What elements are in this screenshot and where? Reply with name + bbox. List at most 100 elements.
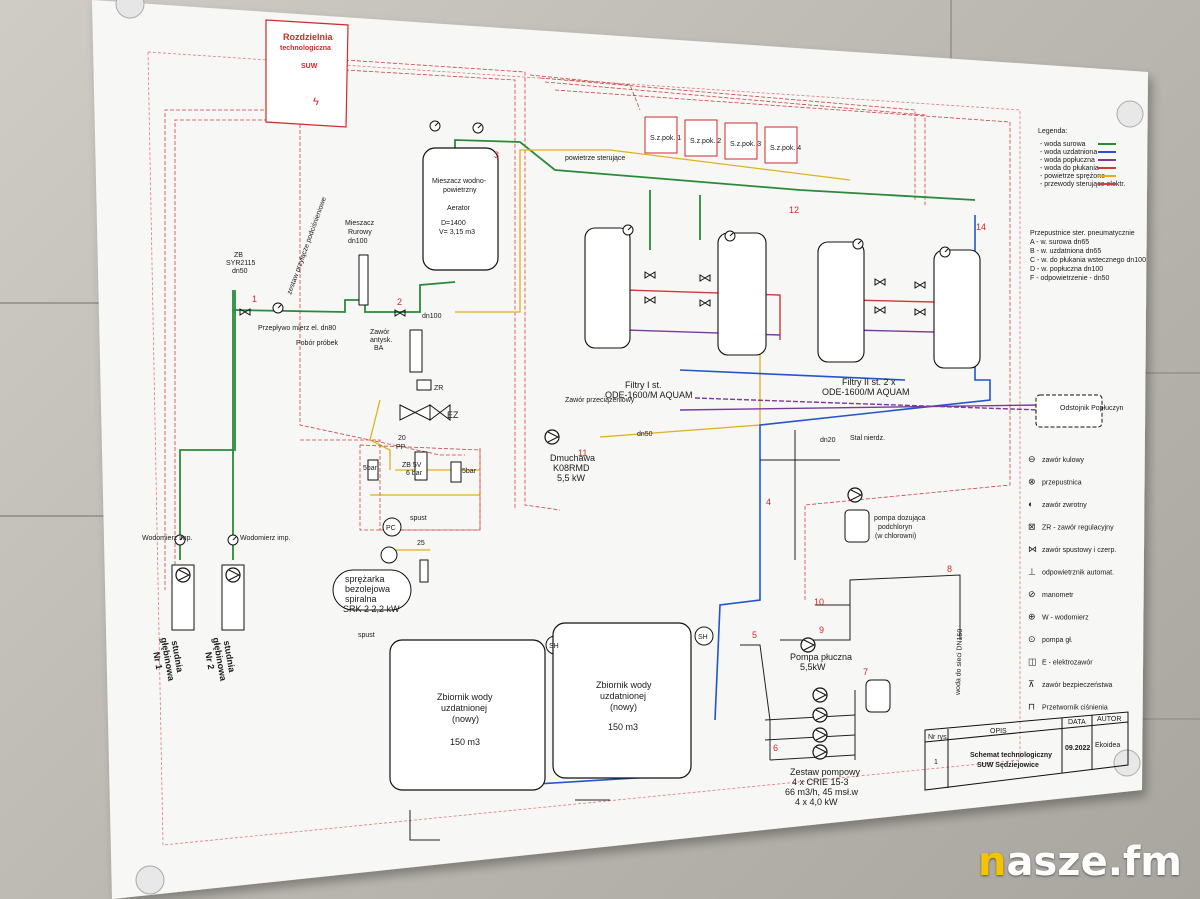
- dosing-line1: pompa dozująca: [874, 515, 925, 522]
- legend-symbol-label: pompa gł.: [1042, 637, 1073, 644]
- aerator-name: Aerator: [447, 205, 471, 212]
- legend-pneumatic-item: B - w. uzdatniona dn65: [1030, 248, 1101, 255]
- num-6: 6: [773, 743, 778, 753]
- pressure-rating: 6 bar: [406, 470, 423, 477]
- legend-pneumatic-title: Przepustnice ster. pneumatycznie: [1030, 230, 1135, 237]
- aerator-line1: Mieszacz wodno-: [432, 178, 487, 185]
- tb-nr-header: Nr rys.: [928, 734, 949, 741]
- air-vent-icon: ⊥: [1028, 567, 1036, 577]
- tank1-volume: 150 m3: [450, 737, 480, 747]
- separator-label: Odstojnik Popłuczyn: [1060, 405, 1124, 412]
- standoff: [115, 0, 145, 19]
- legend-water-label: - woda do płukania: [1040, 165, 1099, 172]
- filters2-line1: Filtry II st. 2 x: [842, 377, 896, 387]
- aerator-vessel: [422, 120, 499, 271]
- watermark-prefix: n: [978, 839, 1007, 885]
- antiscale-line1: Zawór: [370, 329, 390, 336]
- num-7: 7: [863, 667, 868, 677]
- well-2: [221, 534, 245, 631]
- pump-set-line4: 4 x 4,0 kW: [795, 797, 838, 807]
- tank2-line1: Zbiornik wody: [596, 680, 652, 690]
- well2-meter: Wodomierz imp.: [240, 535, 290, 542]
- compressor-line2: bezolejowa: [345, 584, 390, 594]
- water-meter-icon: ⊕: [1028, 612, 1036, 622]
- pipe-label-pp: PP: [396, 444, 406, 451]
- legend-pneumatic-item: C - w. do płukania wstecznego dn100: [1030, 257, 1146, 264]
- pump-set-line3: 66 m3/h, 45 msł.w: [785, 787, 859, 797]
- compressor-drain: spust: [358, 632, 375, 639]
- process-pipes: [409, 430, 961, 841]
- compressor-line4: SRK 2 2,2 kW: [343, 604, 400, 614]
- legend-pneumatic: A - w. surowa dn65 B - w. uzdatniona dn65…: [1030, 239, 1146, 282]
- pipe-label-25: 25: [417, 540, 425, 547]
- manometer-icon: ⊘: [1028, 589, 1036, 599]
- legend-symbol-label: zawór spustowy i czerp.: [1042, 547, 1116, 554]
- watermark-rest: asze.fm: [1006, 839, 1183, 885]
- wash-pump-line1: Pompa płuczna: [790, 652, 852, 662]
- tb-autor-header: AUTOR: [1097, 716, 1121, 723]
- ez-label: EZ: [447, 410, 459, 420]
- blower-line3: 5,5 kW: [557, 473, 586, 483]
- filter-stage-2: [817, 238, 981, 369]
- tank2-line2: uzdatnionej: [600, 691, 646, 701]
- pump-set-line1: Zestaw pompowy: [790, 767, 861, 777]
- well1-meter: Wodomierz imp.: [142, 535, 192, 542]
- well2-name3: Nr 2: [203, 651, 216, 670]
- tb-data-header: DATA: [1068, 719, 1086, 726]
- filter-stage-1: [584, 224, 767, 356]
- legend-water-label: - woda uzdatniona: [1040, 149, 1097, 156]
- switchboard: Rozdzielnia technologiczna SUW ϟ: [265, 19, 349, 128]
- well1-name3: Nr 1: [151, 651, 164, 670]
- aerator-line2: powietrzny: [443, 187, 477, 194]
- throttle-icon: ⊗: [1028, 477, 1036, 487]
- tb-opis-2: SUW Sędziejowice: [977, 762, 1039, 769]
- tank1-line3: (nowy): [452, 714, 479, 724]
- legend-symbol-label: manometr: [1042, 592, 1074, 599]
- dosing-line3: (w chlorowni): [875, 533, 916, 540]
- legend-water-label: - powietrze sprężone: [1040, 173, 1105, 180]
- safety-valve-icon: ⊼: [1028, 679, 1035, 689]
- tank1-sh: SH: [549, 643, 559, 650]
- pressure-transducer-icon: ⊓: [1028, 702, 1035, 712]
- dosing-pump-icon: [847, 487, 863, 503]
- legend-pneumatic-item: D - w. popłuczna dn100: [1030, 266, 1103, 273]
- inlet-zb: ZB: [234, 252, 243, 259]
- legend-pneumatic-item: A - w. surowa dn65: [1030, 239, 1089, 246]
- num-8: 8: [947, 564, 952, 574]
- compressor-line1: sprężarka: [345, 574, 385, 584]
- num-1: 1: [252, 294, 257, 304]
- plc-box-1: S.z.pok. 1: [650, 135, 681, 142]
- legend-water-label: - woda surowa: [1040, 141, 1086, 148]
- separator-box: [1035, 394, 1103, 428]
- compressor-line3: spiralna: [345, 594, 377, 604]
- standoff: [1113, 749, 1141, 777]
- wash-pump-icon: [800, 637, 816, 653]
- steel-label: Stal nierdz.: [850, 435, 885, 442]
- outlet-label: woda do sieci DN150: [955, 629, 964, 696]
- blower-icon: [544, 429, 560, 445]
- pipe-mixer-line3: dn100: [348, 238, 368, 245]
- zr-label: ZR: [434, 385, 443, 392]
- num-2: 2: [397, 297, 402, 307]
- pump-icon: ⊙: [1028, 634, 1036, 644]
- control-wiring: [164, 59, 1011, 600]
- legend-symbol-label: zawór kulowy: [1042, 457, 1085, 464]
- num-5: 5: [752, 630, 757, 640]
- standoff: [1116, 100, 1144, 128]
- blower-line2: K08RMD: [553, 463, 590, 473]
- check-valve-icon: ◐: [1028, 499, 1033, 509]
- tb-opis-header: OPIS: [990, 728, 1007, 735]
- flowmeter-label: Przepływo mierz el. dn80: [258, 325, 336, 332]
- pipe-mixer-line2: Rurowy: [348, 229, 372, 236]
- aerator-volume: V= 3,15 m3: [439, 229, 475, 236]
- filters1-line1: Filtry I st.: [625, 380, 662, 390]
- lightning-icon: ϟ: [313, 96, 319, 108]
- pipe-label-dn20: dn20: [820, 437, 836, 444]
- pipe-label-20: 20: [398, 435, 406, 442]
- tb-nr: 1: [934, 759, 938, 766]
- legend-water: - woda surowa- woda uzdatniona- woda pop…: [1040, 141, 1125, 188]
- title-block: [924, 711, 1129, 791]
- frame: [147, 51, 1021, 846]
- tank1-line2: uzdatnionej: [441, 703, 487, 713]
